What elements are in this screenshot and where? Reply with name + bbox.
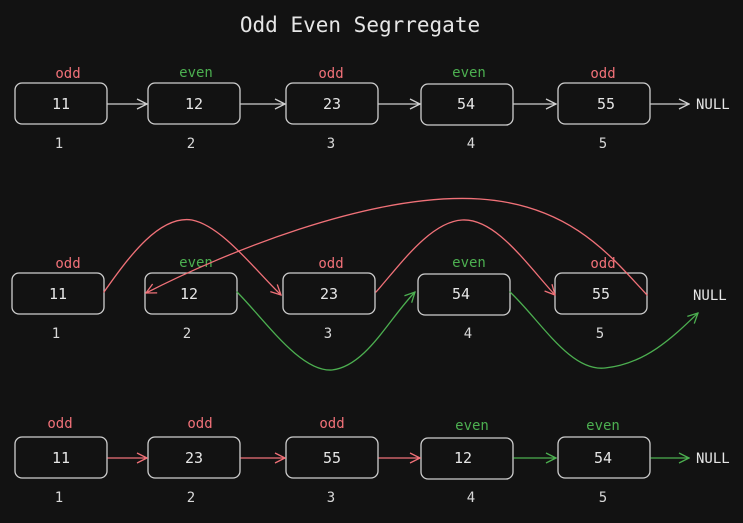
parity-label: odd — [318, 256, 343, 272]
node-position: 2 — [183, 326, 191, 342]
node-position: 3 — [327, 136, 335, 152]
node-value: 23 — [323, 95, 341, 113]
list-node: odd 23 2 — [147, 416, 241, 506]
node-position: 4 — [464, 326, 472, 342]
parity-label: odd — [47, 416, 72, 432]
list-node: odd 23 3 — [285, 66, 379, 152]
even-tail-to-null-arrow — [509, 291, 698, 369]
node-box — [420, 437, 514, 480]
node-position: 1 — [55, 490, 63, 506]
node-box — [285, 436, 379, 479]
node-box — [420, 83, 514, 126]
node-position: 5 — [599, 136, 607, 152]
node-position: 5 — [596, 326, 604, 342]
odd-tail-to-even-head-arrow — [146, 197, 648, 296]
node-value: 55 — [597, 95, 615, 113]
list-node: odd 55 5 — [557, 66, 651, 152]
node-value: 23 — [320, 285, 338, 303]
parity-label: even — [452, 255, 486, 271]
odd-link-arrow — [375, 219, 555, 295]
node-box — [557, 436, 651, 479]
parity-label: even — [179, 255, 213, 271]
node-box — [282, 272, 376, 315]
list-node: odd 55 3 — [285, 416, 379, 506]
node-position: 2 — [187, 136, 195, 152]
parity-label: odd — [55, 256, 80, 272]
node-box — [11, 272, 105, 315]
node-box — [14, 82, 108, 125]
even-link-arrow — [236, 292, 415, 371]
node-value: 54 — [594, 449, 612, 467]
list-node: even 54 4 — [417, 255, 511, 342]
node-value: 11 — [52, 95, 70, 113]
list-node: even 54 5 — [557, 418, 651, 506]
node-value: 11 — [49, 285, 67, 303]
node-position: 4 — [467, 136, 475, 152]
node-value: 23 — [185, 449, 203, 467]
node-value: 12 — [185, 95, 203, 113]
list-node: odd 55 5 — [554, 256, 648, 342]
list-node: even 12 2 — [144, 255, 238, 342]
node-position: 4 — [467, 490, 475, 506]
parity-label: even — [179, 65, 213, 81]
parity-label: odd — [590, 256, 615, 272]
diagram-title: Odd Even Segrregate — [240, 13, 480, 37]
node-value: 12 — [454, 449, 472, 467]
parity-label: even — [455, 418, 489, 434]
node-value: 55 — [592, 285, 610, 303]
node-box — [147, 82, 241, 125]
node-position: 1 — [52, 326, 60, 342]
node-position: 2 — [187, 490, 195, 506]
node-position: 3 — [324, 326, 332, 342]
node-value: 11 — [52, 449, 70, 467]
list-node: even 12 4 — [420, 418, 514, 506]
parity-label: even — [586, 418, 620, 434]
odd-link-arrow — [103, 219, 281, 295]
row-original: odd 11 1 even 12 2 odd 23 3 even 54 4 od — [14, 65, 730, 152]
node-box — [147, 436, 241, 479]
row-result: odd 11 1 odd 23 2 odd 55 3 even 12 4 eve — [14, 416, 730, 506]
parity-label: odd — [55, 66, 80, 82]
parity-label: even — [452, 65, 486, 81]
parity-label: odd — [187, 416, 212, 432]
node-box — [557, 82, 651, 125]
node-box — [417, 273, 511, 316]
list-node: even 12 2 — [147, 65, 241, 152]
node-position: 5 — [599, 490, 607, 506]
list-node: odd 11 1 — [14, 416, 108, 506]
node-value: 54 — [452, 285, 470, 303]
parity-label: odd — [318, 66, 343, 82]
null-terminator: NULL — [696, 451, 730, 467]
null-terminator: NULL — [693, 288, 727, 304]
node-box — [285, 82, 379, 125]
node-position: 1 — [55, 136, 63, 152]
node-value: 54 — [457, 95, 475, 113]
list-node: even 54 4 — [420, 65, 514, 152]
list-node: odd 11 1 — [11, 256, 105, 342]
node-value: 12 — [180, 285, 198, 303]
list-node: odd 11 1 — [14, 66, 108, 152]
null-terminator: NULL — [696, 97, 730, 113]
node-position: 3 — [327, 490, 335, 506]
parity-label: odd — [319, 416, 344, 432]
node-value: 55 — [323, 449, 341, 467]
node-box — [14, 436, 108, 479]
row-relinking: odd 11 1 even 12 2 odd 23 3 even 54 4 od — [11, 197, 727, 371]
list-node: odd 23 3 — [282, 256, 376, 342]
parity-label: odd — [590, 66, 615, 82]
